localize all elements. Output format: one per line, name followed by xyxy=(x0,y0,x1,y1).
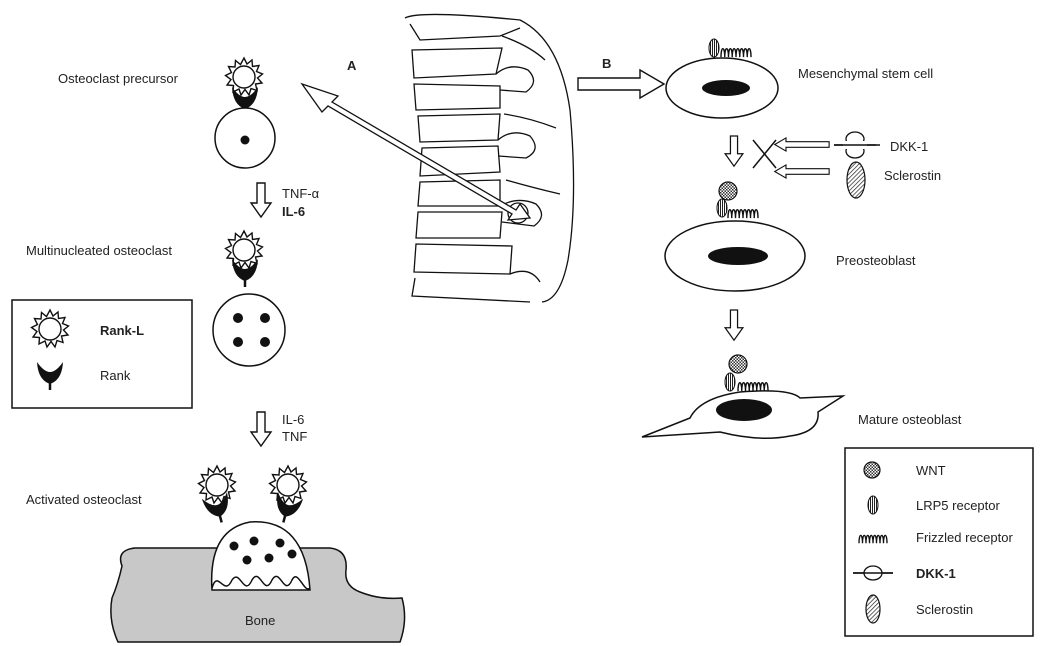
legend-dkk1-label: DKK-1 xyxy=(916,566,956,581)
lrp5-receptor-icon xyxy=(868,496,878,514)
spine-illustration xyxy=(405,14,574,302)
sclerostin-molecule xyxy=(847,162,865,198)
label-osteoclast-precursor: Osteoclast precursor xyxy=(58,71,179,86)
arrow-preosteoblast-to-mature xyxy=(725,310,743,340)
label-tnf-alpha: TNF-α xyxy=(282,186,320,201)
arrow-sclerostin-inhibits xyxy=(775,165,829,178)
legend-frizzled-label: Frizzled receptor xyxy=(916,530,1013,545)
activated-osteoclast-cell xyxy=(199,466,311,590)
legend-left: Rank-L Rank xyxy=(12,300,192,408)
label-bone: Bone xyxy=(245,613,275,628)
label-il6-first: IL-6 xyxy=(282,204,305,219)
legend-lrp5-label: LRP5 receptor xyxy=(916,498,1000,513)
legend-wnt-label: WNT xyxy=(916,463,946,478)
arrow-b xyxy=(578,70,664,98)
mesenchymal-stem-cell xyxy=(666,39,778,118)
label-dkk1: DKK-1 xyxy=(890,139,928,154)
label-arrow-a: A xyxy=(347,58,357,73)
label-mesenchymal-stem-cell: Mesenchymal stem cell xyxy=(798,66,933,81)
label-il6-second: IL-6 xyxy=(282,412,304,427)
arrow-msc-to-preosteoblast xyxy=(725,136,743,166)
label-multinucleated-osteoclast: Multinucleated osteoclast xyxy=(26,243,172,258)
label-arrow-b: B xyxy=(602,56,611,71)
mature-osteoblast-cell xyxy=(642,355,843,438)
legend-rank-label: Rank xyxy=(100,368,131,383)
dkk1-molecule xyxy=(834,132,880,158)
arrow-multinucleated-to-activated xyxy=(251,412,271,446)
multinucleated-osteoclast-cell xyxy=(213,231,285,366)
sclerostin-icon xyxy=(866,595,880,623)
legend-sclerostin-label: Sclerostin xyxy=(916,602,973,617)
legend-rank-l-label: Rank-L xyxy=(100,323,144,338)
label-activated-osteoclast: Activated osteoclast xyxy=(26,492,142,507)
label-preosteoblast: Preosteoblast xyxy=(836,253,916,268)
preosteoblast-cell xyxy=(665,182,805,291)
arrow-precursor-to-multinucleated xyxy=(251,183,271,217)
legend-right: WNT LRP5 receptor Frizzled receptor DKK-… xyxy=(845,448,1033,636)
wnt-icon xyxy=(864,462,880,478)
label-tnf: TNF xyxy=(282,429,307,444)
osteoclast-precursor-cell xyxy=(215,58,275,168)
inhibition-cross xyxy=(753,140,776,168)
label-sclerostin: Sclerostin xyxy=(884,168,941,183)
label-mature-osteoblast: Mature osteoblast xyxy=(858,412,962,427)
arrow-dkk1-inhibits xyxy=(775,138,829,151)
